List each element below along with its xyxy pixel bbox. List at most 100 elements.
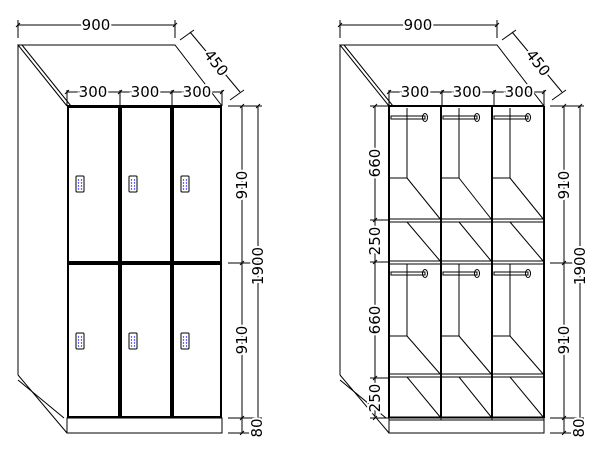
dim-upper-hanging: 660	[366, 149, 384, 178]
keypad-dot	[130, 185, 133, 187]
locker-door	[67, 106, 120, 263]
dim-width-right: 900	[404, 16, 433, 34]
keypad-dot	[185, 179, 188, 181]
floor-diagonal	[509, 376, 545, 419]
keypad-lock-icon	[75, 332, 85, 350]
dim-base-left: 80	[248, 418, 266, 437]
plinth	[66, 417, 223, 434]
keypad-dot	[133, 179, 136, 181]
keypad-dot	[80, 339, 83, 341]
plinth	[388, 417, 545, 434]
locker-door	[172, 263, 222, 418]
dim-depth-right: 450	[522, 46, 554, 80]
keypad-dot	[77, 339, 80, 341]
keypad-dot	[80, 345, 83, 347]
keypad-dot	[77, 179, 80, 181]
keypad-dot	[80, 188, 83, 190]
floor-diagonal	[458, 177, 493, 221]
dimension-tick	[577, 103, 583, 109]
top-bevel	[21, 44, 72, 107]
keypad-dot	[80, 336, 83, 338]
base-side-edge	[339, 374, 390, 434]
ext-line	[501, 29, 517, 41]
floor-diagonal	[509, 335, 545, 376]
locker-door	[172, 106, 222, 263]
shelf	[388, 260, 442, 265]
keypad-dot	[130, 339, 133, 341]
dimension-tick	[494, 22, 500, 28]
shelf	[388, 218, 442, 223]
depth-dimension-line	[189, 31, 241, 93]
keypad-dot	[182, 342, 185, 344]
floor-diagonal	[458, 335, 493, 376]
dimension-tick	[255, 430, 261, 436]
side-bottom-edge	[17, 379, 65, 419]
ext-line	[229, 89, 245, 101]
dim-door-1: 300	[79, 83, 108, 101]
hanging-rail	[390, 115, 426, 120]
dimension-tick	[577, 430, 583, 436]
shelf	[491, 416, 545, 421]
keypad-dot	[185, 345, 188, 347]
floor-diagonal	[406, 221, 442, 263]
floor-diagonal	[509, 177, 545, 221]
interior-dimension-lines	[370, 103, 389, 421]
floor-diagonal	[458, 376, 493, 419]
dim-upper-height-right: 910	[555, 171, 573, 200]
shelf	[440, 218, 493, 223]
keypad-dot	[182, 182, 185, 184]
dimension-tick	[337, 22, 343, 28]
ext-line	[551, 89, 567, 101]
keypad-dot	[182, 185, 185, 187]
dimension-labels: 900 450 300 300 300 910 910 1900 80 900 …	[77, 14, 591, 440]
shelf	[491, 373, 545, 378]
keypad-lock-icon	[128, 175, 138, 193]
keypad-dot	[77, 345, 80, 347]
shelf	[440, 373, 493, 378]
floor-diagonal	[509, 221, 545, 263]
dim-lower-shelf: 250	[366, 384, 384, 413]
dimension-tick	[172, 22, 178, 28]
depth-dimension-line	[511, 31, 563, 93]
keypad-dot	[182, 345, 185, 347]
keypad-lock-icon	[180, 332, 190, 350]
hanging-rail	[493, 271, 529, 276]
dimension-tick	[15, 22, 21, 28]
keypad-dot	[182, 336, 185, 338]
keypad-dot	[185, 182, 188, 184]
rail-bracket-icon	[474, 113, 480, 122]
dim-column-3: 300	[505, 83, 534, 101]
keypad-dot	[185, 185, 188, 187]
keypad-dot	[133, 336, 136, 338]
floor-diagonal	[406, 335, 442, 376]
hanging-rail	[442, 115, 478, 120]
hanging-rail	[493, 115, 529, 120]
dim-base-right: 80	[570, 418, 588, 437]
dim-total-height-right: 1900	[571, 247, 589, 285]
hanging-rail	[390, 271, 426, 276]
keypad-dot	[133, 188, 136, 190]
locker-door	[120, 106, 172, 263]
keypad-dot	[185, 339, 188, 341]
dim-lower-hanging: 660	[366, 306, 384, 335]
locker-interior-view	[337, 20, 584, 436]
keypad-dot	[185, 336, 188, 338]
keypad-dot	[133, 339, 136, 341]
keypad-dot	[185, 342, 188, 344]
keypad-dot	[133, 185, 136, 187]
keypad-dot	[80, 179, 83, 181]
keypad-dot	[130, 179, 133, 181]
cabinet-top	[16, 44, 223, 107]
keypad-dot	[77, 342, 80, 344]
keypad-dot	[130, 345, 133, 347]
ext-line	[179, 29, 195, 41]
keypad-dot	[80, 182, 83, 184]
keypad-lock-icon	[128, 332, 138, 350]
keypad-dot	[77, 336, 80, 338]
dim-column-2: 300	[453, 83, 482, 101]
shelf	[491, 260, 545, 265]
dim-depth-left: 450	[200, 46, 232, 80]
keypad-dot	[77, 188, 80, 190]
dim-lower-height-right: 910	[555, 326, 573, 355]
